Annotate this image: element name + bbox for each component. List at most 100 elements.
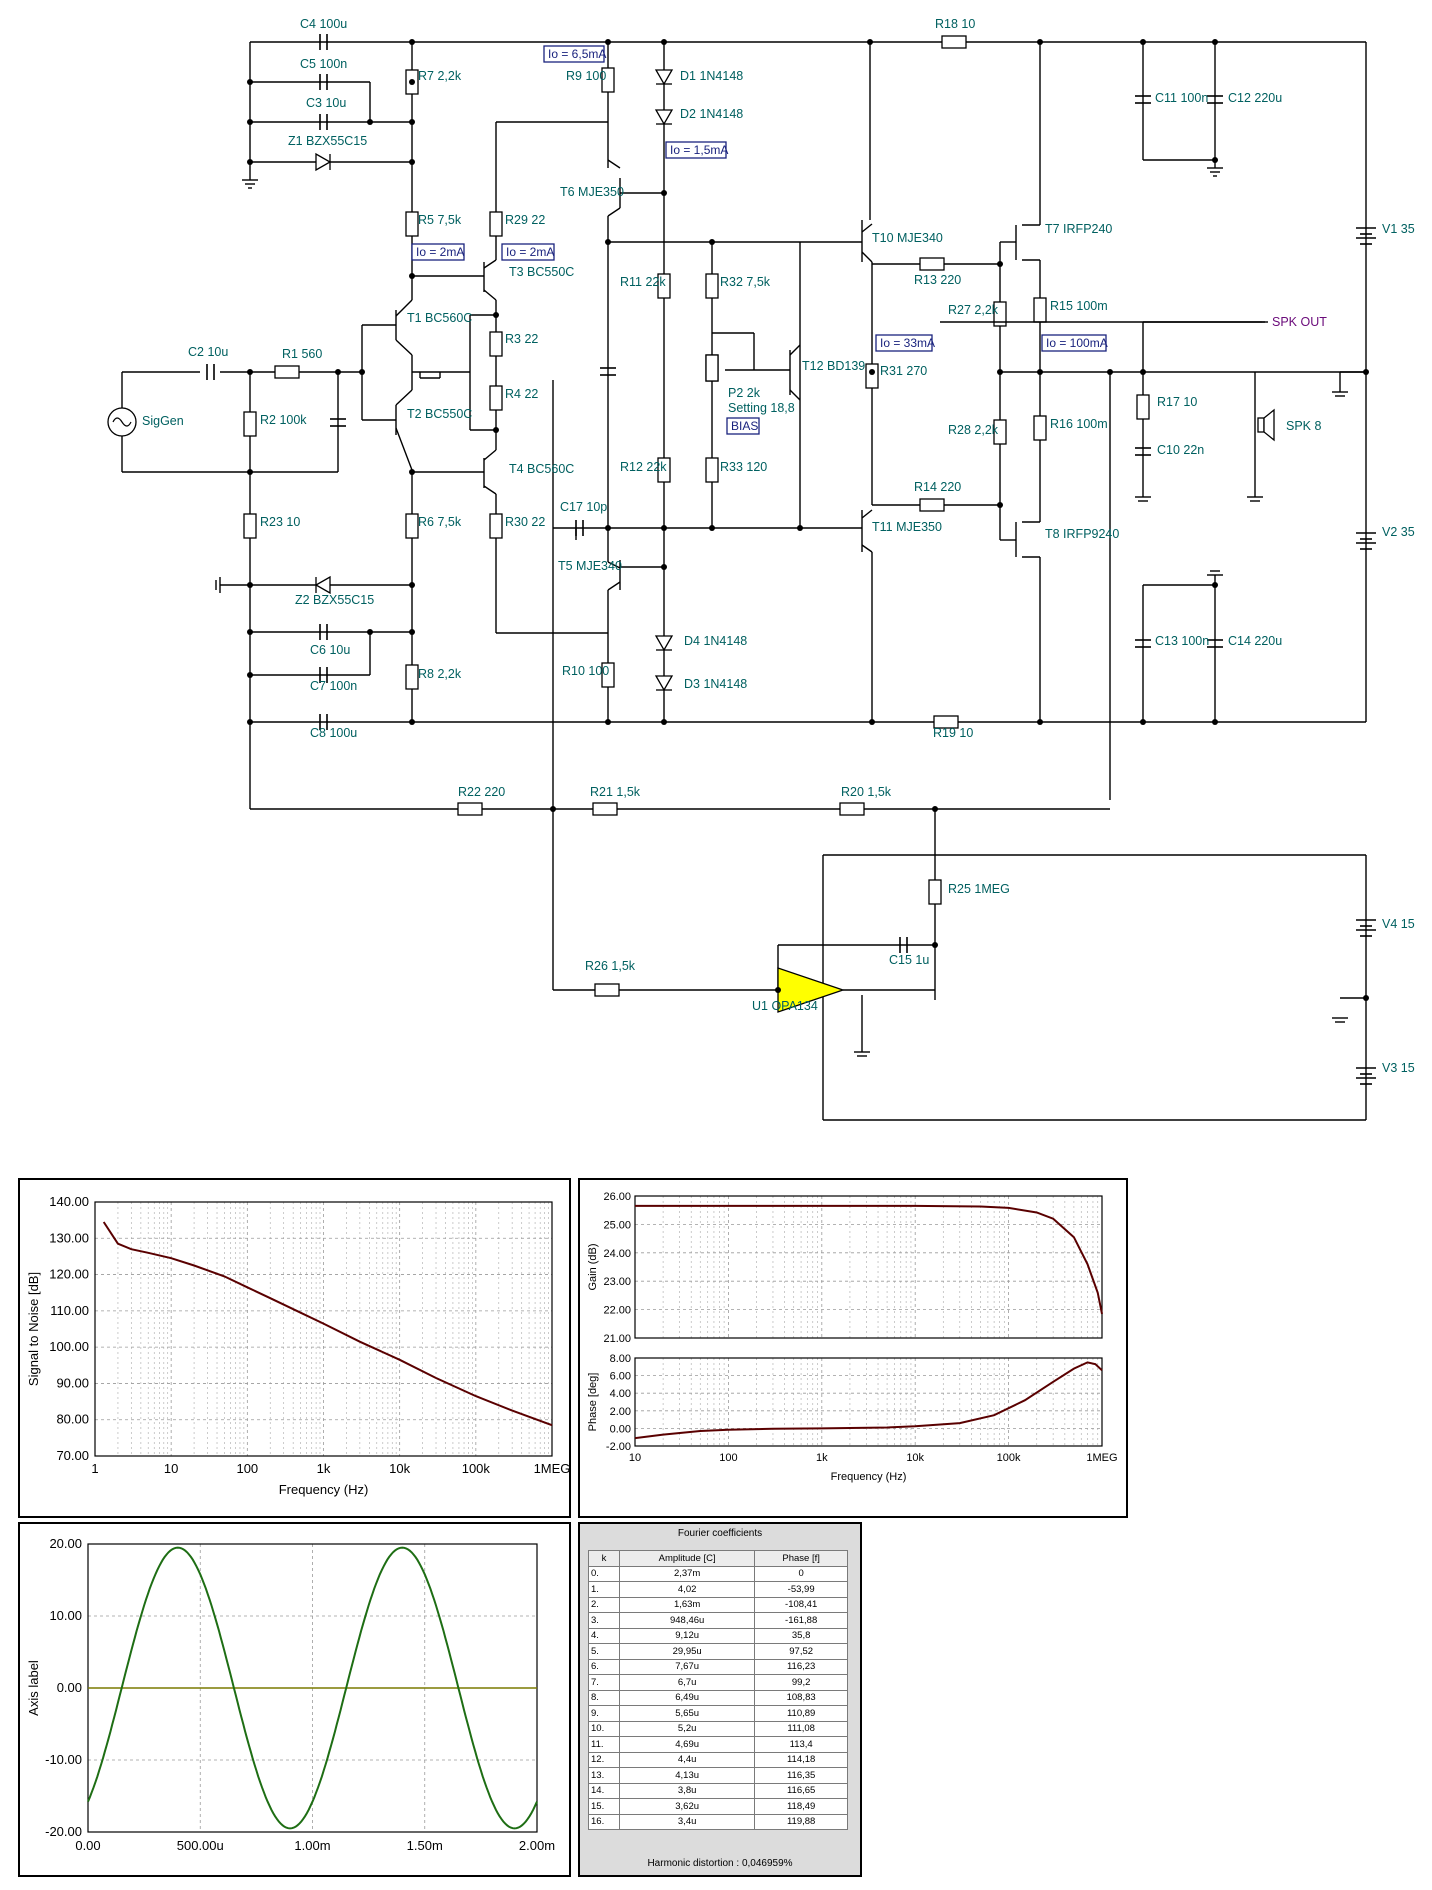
label-d2: D2 1N4148: [680, 107, 743, 121]
snr-xtick: 100k: [462, 1461, 491, 1476]
snr-ytick: 70.00: [56, 1448, 89, 1463]
phase-series-line: [634, 1361, 1103, 1440]
fourier-cell: 9.: [588, 1705, 620, 1722]
sine-xtick: 0.00: [75, 1838, 100, 1853]
label-p2s: Setting 18,8: [728, 401, 795, 415]
fourier-cell: 948,46u: [618, 1612, 756, 1629]
fourier-cell: 116,65: [754, 1782, 848, 1799]
label-c12: C12 220u: [1228, 91, 1282, 105]
label-c8: C8 100u: [310, 726, 357, 740]
fourier-cell: 97,52: [754, 1643, 848, 1660]
label-c5: C5 100n: [300, 57, 347, 71]
fourier-cell: 5,65u: [618, 1705, 756, 1722]
label-u1: U1 OPA134: [752, 999, 818, 1013]
label-c14: C14 220u: [1228, 634, 1282, 648]
gain-ylabel: Gain (dB): [587, 1243, 599, 1290]
fourier-cell: 4.: [588, 1627, 620, 1644]
label-v1: V1 35: [1382, 222, 1415, 236]
label-t5: T5 MJE340: [558, 559, 622, 573]
current-box-100ma: Io = 100mA: [1046, 336, 1108, 350]
snr-ytick: 140.00: [49, 1194, 89, 1209]
harmonic-distortion: Harmonic distortion : 0,046959%: [580, 1858, 860, 1869]
label-r7: R7 2,2k: [418, 69, 462, 83]
harmonic-value: 0,046959%: [741, 1858, 793, 1869]
label-r17: R17 10: [1157, 395, 1197, 409]
table-row: 1.4,02-53,99: [588, 1581, 848, 1598]
label-t1: T1 BC560C: [407, 311, 472, 325]
bode-xtick: 1MEG: [1086, 1452, 1117, 1464]
bode-xtick: 10k: [906, 1452, 924, 1464]
fourier-cell: 16.: [588, 1813, 620, 1830]
fourier-cell: 15.: [588, 1798, 620, 1815]
bias-box: BIAS: [731, 419, 758, 433]
label-r21: R21 1,5k: [590, 785, 641, 799]
sine-ylabel: Axis label: [26, 1660, 41, 1716]
fourier-cell: 1,63m: [618, 1596, 756, 1613]
sine-xtick: 1.50m: [407, 1838, 443, 1853]
label-d1: D1 1N4148: [680, 69, 743, 83]
snr-xtick: 10k: [389, 1461, 410, 1476]
label-t3: T3 BC550C: [509, 265, 574, 279]
snr-series-line: [102, 1221, 553, 1427]
label-t7: T7 IRFP240: [1045, 222, 1112, 236]
fourier-cell: 7,67u: [618, 1658, 756, 1675]
snr-chart: 70.0080.0090.00100.00110.00120.00130.001…: [26, 1194, 569, 1497]
label-t11: T11 MJE350: [872, 520, 942, 534]
fourier-cell: 8.: [588, 1689, 620, 1706]
label-spk: SPK 8: [1286, 419, 1321, 433]
fourier-cell: 3,62u: [618, 1798, 756, 1815]
bode-ytick: 0.00: [610, 1423, 631, 1435]
label-r1: R1 560: [282, 347, 322, 361]
label-d3: D3 1N4148: [684, 677, 747, 691]
fourier-cell: 35,8: [754, 1627, 848, 1644]
fourier-cell: 29,95u: [618, 1643, 756, 1660]
fourier-cell: 99,2: [754, 1674, 848, 1691]
harmonic-label: Harmonic distortion :: [647, 1858, 740, 1869]
bode-ytick: 6.00: [610, 1371, 631, 1383]
table-row: 3.948,46u-161,88: [588, 1612, 848, 1629]
snr-ytick: 130.00: [49, 1230, 89, 1245]
bode-ytick: 21.00: [603, 1333, 631, 1345]
label-r18: R18 10: [935, 17, 975, 31]
fourier-cell: 3,4u: [618, 1813, 756, 1830]
label-r28: R28 2,2k: [948, 423, 999, 437]
fourier-cell: 0: [754, 1565, 848, 1582]
fourier-cell: 7.: [588, 1674, 620, 1691]
sine-ytick: -10.00: [45, 1752, 82, 1767]
label-r31: R31 270: [880, 364, 927, 378]
fourier-cell: 116,35: [754, 1767, 848, 1784]
fourier-cell: 1.: [588, 1581, 620, 1598]
label-c17: C17 10p: [560, 500, 607, 514]
label-v3: V3 15: [1382, 1061, 1415, 1075]
label-t4: T4 BC560C: [509, 462, 574, 476]
bode-ytick: 23.00: [603, 1276, 631, 1288]
label-r20: R20 1,5k: [841, 785, 892, 799]
fourier-cell: 6.: [588, 1658, 620, 1675]
current-box-2ma-b: Io = 2mA: [506, 245, 554, 259]
current-box-1-5ma: Io = 1,5mA: [670, 143, 728, 157]
sine-ytick: 0.00: [57, 1680, 82, 1695]
label-r13: R13 220: [914, 273, 961, 287]
label-r2: R2 100k: [260, 413, 307, 427]
fourier-cell: 4,69u: [618, 1736, 756, 1753]
snr-xtick: 1k: [317, 1461, 331, 1476]
label-v4: V4 15: [1382, 917, 1415, 931]
snr-ytick: 110.00: [50, 1303, 89, 1318]
label-r10: R10 100: [562, 664, 609, 678]
sine-ytick: -20.00: [45, 1824, 82, 1839]
fourier-cell: 4,02: [618, 1581, 756, 1598]
label-c15: C15 1u: [889, 953, 929, 967]
phase-ylabel: Phase [deg]: [587, 1373, 599, 1432]
bode-ytick: 22.00: [603, 1305, 631, 1317]
label-sig: SigGen: [142, 414, 184, 428]
